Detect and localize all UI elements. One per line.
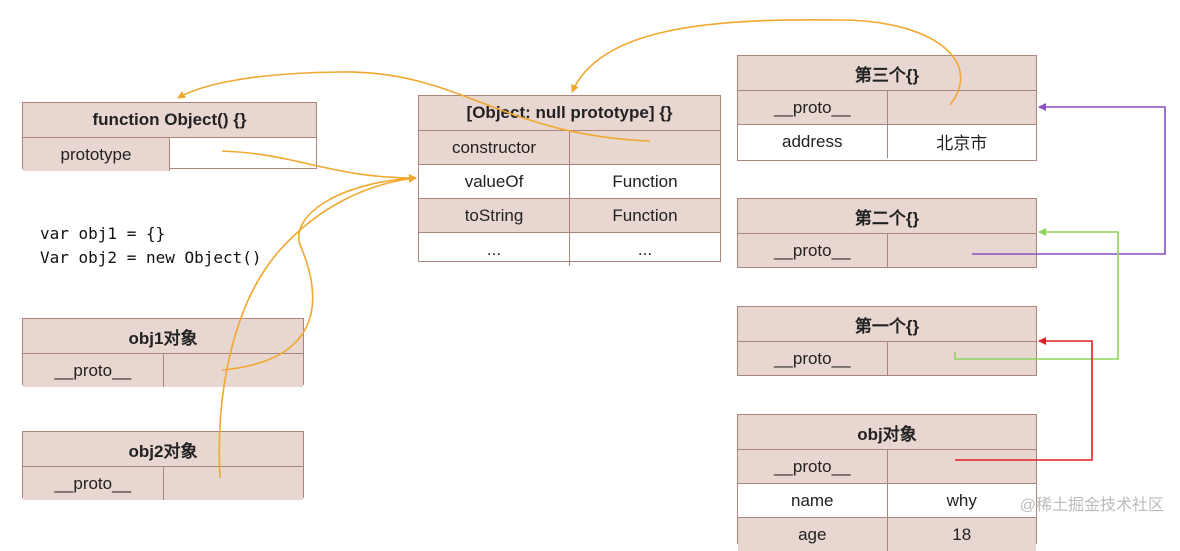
first-proto-value [886,342,1037,375]
first-proto-label: __proto__ [773,348,851,368]
first-object-box: 第一个{} __proto__ [737,306,1037,376]
obj-name-value: why [886,484,1037,517]
ellipsis-value: ... [569,233,720,266]
prototype-value [169,138,316,171]
function-object-box: function Object() {} prototype [22,102,317,171]
third-proto-value [886,91,1037,124]
obj2-box: obj2对象 __proto__ [22,431,304,500]
code-snippet: var obj1 = {} Var obj2 = new Object() [40,222,262,270]
obj2-proto-label: __proto__ [54,473,132,493]
tostring-value: Function [569,199,720,232]
second-proto-value [886,234,1037,267]
obj-title: obj对象 [738,415,1036,449]
valueof-value: Function [569,165,720,198]
obj-name-label: name [790,490,834,510]
obj2-proto-value [162,467,304,500]
second-object-box: 第二个{} __proto__ [737,198,1037,268]
third-address-value: 北京市 [886,125,1037,158]
obj1-proto-value [162,354,304,387]
code-line-2: Var obj2 = new Object() [40,248,262,267]
obj-age-value: 18 [886,518,1037,551]
function-object-title: function Object() {} [23,103,316,137]
obj1-proto-label: __proto__ [54,360,132,380]
tostring-label: toString [464,205,524,225]
first-object-title: 第一个{} [738,307,1036,341]
code-line-1: var obj1 = {} [40,224,166,243]
prototype-label: prototype [23,138,169,171]
second-proto-label: __proto__ [773,240,851,260]
obj-proto-value [886,450,1037,483]
obj-box: obj对象 __proto__ name why age 18 [737,414,1037,551]
ellipsis-label: ... [486,239,502,259]
constructor-label: constructor [451,137,537,157]
second-object-title: 第二个{} [738,199,1036,233]
third-object-box: 第三个{} __proto__ address 北京市 [737,55,1037,161]
obj1-box: obj1对象 __proto__ [22,318,304,387]
obj1-title: obj1对象 [23,319,303,353]
valueof-label: valueOf [464,171,524,191]
constructor-value [569,131,720,164]
obj-age-label: age [798,524,827,544]
third-address-label: address [782,131,843,151]
third-proto-label: __proto__ [773,97,851,117]
obj-proto-label: __proto__ [773,456,851,476]
null-prototype-box: [Object: null prototype] {} constructor … [418,95,721,266]
null-prototype-title: [Object: null prototype] {} [419,96,720,130]
third-object-title: 第三个{} [738,56,1036,90]
watermark: @稀土掘金技术社区 [1019,497,1164,514]
obj2-title: obj2对象 [23,432,303,466]
